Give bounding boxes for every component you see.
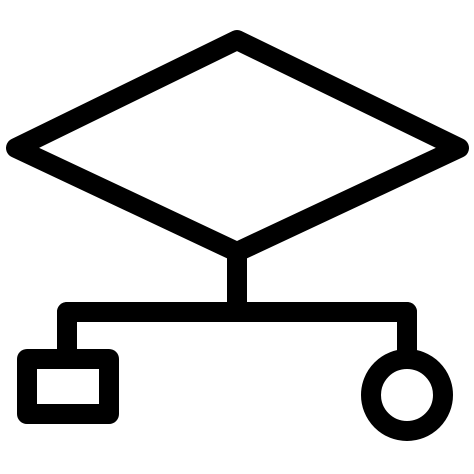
rectangle-node-icon (17, 349, 119, 424)
decision-diamond-icon (6, 30, 469, 262)
circle-node-icon (361, 349, 453, 441)
